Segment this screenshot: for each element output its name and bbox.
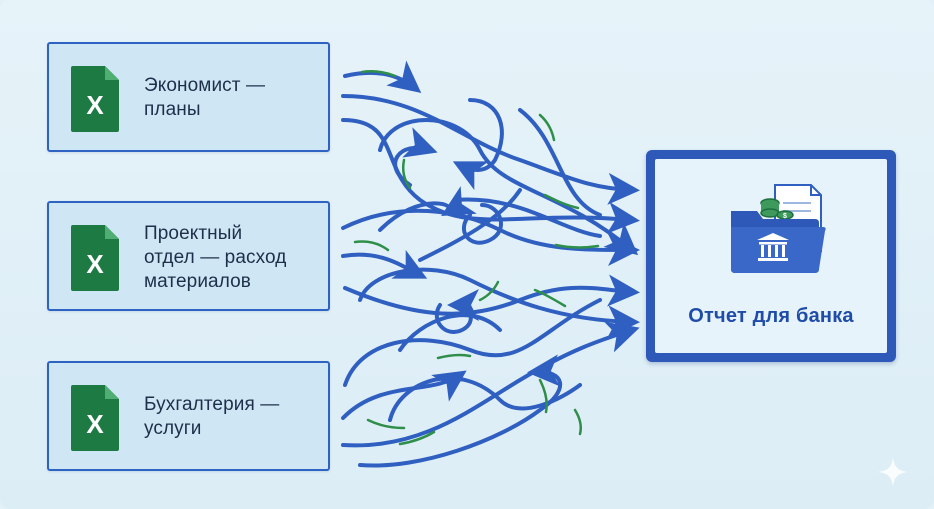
target-card-bank-report: $ Отчет для банка bbox=[646, 150, 896, 362]
sparkle-icon bbox=[878, 457, 908, 487]
svg-text:X: X bbox=[86, 90, 104, 120]
target-card-inner: $ Отчет для банка bbox=[655, 159, 887, 353]
excel-file-icon: X bbox=[71, 385, 119, 451]
svg-text:$: $ bbox=[783, 213, 787, 220]
source-label: Экономист — планы bbox=[144, 75, 266, 120]
source-label: Проектный отдел — расход материалов bbox=[144, 223, 287, 292]
source-card-accounting: X Бухгалтерия — услуги bbox=[47, 361, 330, 471]
source-card-economist: X Экономист — планы bbox=[47, 42, 330, 152]
target-title: Отчет для банка bbox=[688, 305, 854, 327]
source-card-project-dept: X Проектный отдел — расход материалов bbox=[47, 201, 330, 311]
svg-text:X: X bbox=[86, 249, 104, 279]
source-label: Бухгалтерия — услуги bbox=[144, 394, 280, 439]
excel-file-icon: X bbox=[71, 66, 119, 132]
svg-text:X: X bbox=[86, 409, 104, 439]
bank-folder-icon: $ bbox=[731, 184, 826, 273]
excel-file-icon: X bbox=[71, 225, 119, 291]
